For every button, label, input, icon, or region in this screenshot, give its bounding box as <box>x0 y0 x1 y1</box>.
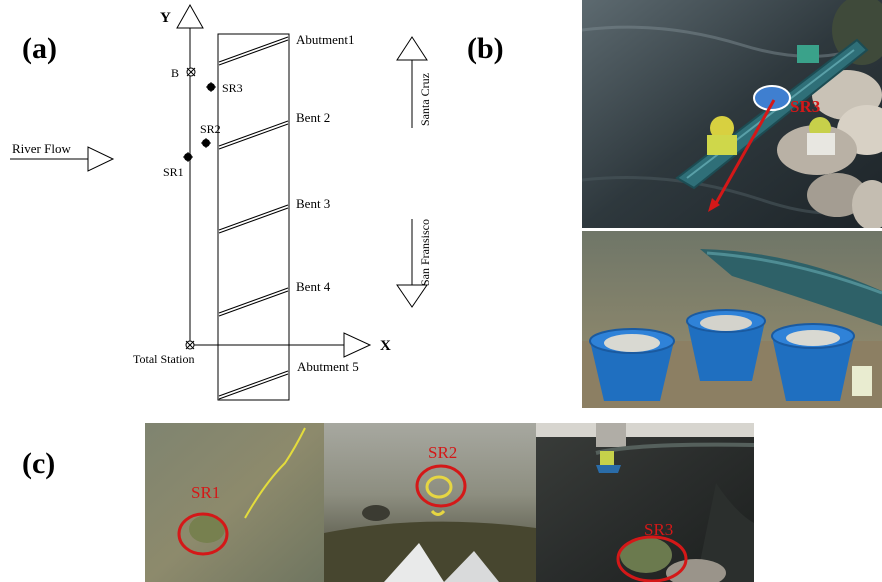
bridge-piers <box>218 36 289 400</box>
bridge-layout-diagram: Y X Abutment1 Bent 2 Bent 3 Bent 4 Abutm… <box>10 3 432 401</box>
x-axis-label: X <box>380 338 391 354</box>
c-sr3-label: SR3 <box>644 520 673 539</box>
total-station-marker <box>185 340 195 350</box>
shore-canoe <box>700 249 882 326</box>
santa-cruz-arrowhead <box>396 36 428 61</box>
y-axis-label: Y <box>160 10 171 26</box>
sr2-highlight-circle <box>415 464 467 508</box>
blue-bucket-1 <box>589 328 675 401</box>
blue-bucket-2 <box>686 309 766 381</box>
total-station-label: Total Station <box>133 352 195 366</box>
point-b-marker <box>186 67 196 77</box>
photo-canoe-deployment: SR3 <box>582 0 882 228</box>
c-sr1-label: SR1 <box>191 483 220 502</box>
blue-bucket-3 <box>771 323 855 401</box>
sr2-label: SR2 <box>200 122 221 136</box>
san-fransisco-arrowhead <box>396 284 428 308</box>
x-axis-arrowhead <box>343 332 372 358</box>
panel-label-c: (c) <box>22 447 56 480</box>
river-flow-arrowhead <box>87 146 115 172</box>
b-photo-sr3-label: SR3 <box>790 97 820 116</box>
river-flow-label: River Flow <box>12 141 71 156</box>
photo-sr2-underwater: SR2 <box>324 423 536 582</box>
support-label-bent2: Bent 2 <box>296 110 330 125</box>
panel-label-b: (b) <box>467 32 504 65</box>
sr1-label: SR1 <box>163 165 184 179</box>
support-label-abutment1: Abutment1 <box>296 32 355 47</box>
point-b-label: B <box>171 66 179 80</box>
support-label-bent4: Bent 4 <box>296 279 331 294</box>
panel-label-a: (a) <box>22 32 57 65</box>
photo-buckets-shore <box>582 231 882 408</box>
y-axis-arrowhead <box>176 3 204 29</box>
photo-sr1-underwater: SR1 <box>145 423 324 582</box>
bridge-deck <box>217 33 290 401</box>
santa-cruz-label: Santa Cruz <box>418 73 432 126</box>
sr2-marker <box>201 138 211 148</box>
photo-sr3-underwater: SR3 <box>536 423 754 582</box>
sr1-marker <box>183 152 193 162</box>
sr1-highlight-circle <box>177 512 229 556</box>
c-sr2-label: SR2 <box>428 443 457 462</box>
support-label-bent3: Bent 3 <box>296 196 330 211</box>
sr3-marker <box>206 82 216 92</box>
sr3-highlight-circle <box>616 535 688 582</box>
support-label-abutment5: Abutment 5 <box>297 359 359 374</box>
san-fransisco-label: San Fransisco <box>418 219 432 286</box>
sr3-label: SR3 <box>222 81 243 95</box>
